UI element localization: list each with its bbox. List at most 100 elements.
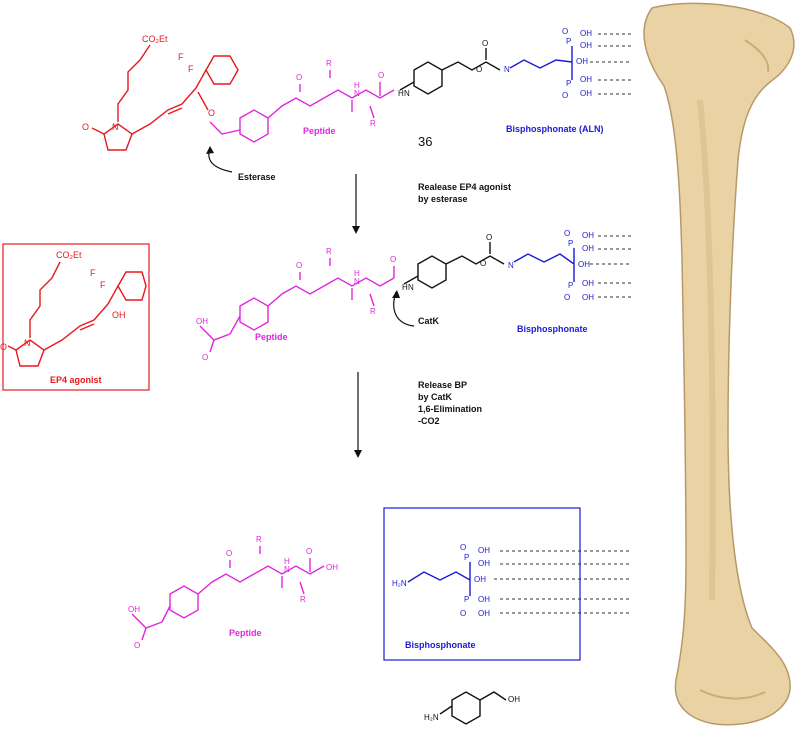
step2-text-line2: by CatK bbox=[418, 392, 453, 402]
svg-text:OH: OH bbox=[128, 605, 140, 614]
linker-moiety-36 bbox=[399, 48, 501, 95]
svg-text:OH: OH bbox=[582, 244, 594, 253]
svg-text:OH: OH bbox=[112, 310, 126, 320]
svg-text:O: O bbox=[562, 91, 568, 100]
svg-text:N: N bbox=[504, 65, 510, 74]
bisphosphonate-product bbox=[407, 562, 471, 596]
svg-text:F: F bbox=[178, 52, 184, 62]
svg-text:OH: OH bbox=[478, 559, 490, 568]
svg-text:N: N bbox=[508, 261, 514, 270]
svg-text:H: H bbox=[402, 283, 408, 292]
peptide-moiety-36 bbox=[209, 70, 395, 143]
svg-text:OH: OH bbox=[580, 41, 592, 50]
peptide-product bbox=[131, 546, 325, 641]
svg-text:P: P bbox=[464, 595, 469, 604]
svg-text:R: R bbox=[256, 535, 262, 544]
peptide-label-36: Peptide bbox=[303, 126, 336, 136]
bisphosphonate-moiety-2 bbox=[513, 248, 575, 282]
svg-text:OH: OH bbox=[326, 563, 338, 572]
svg-text:O: O bbox=[134, 641, 140, 650]
svg-text:CO₂Et: CO₂Et bbox=[56, 250, 82, 260]
svg-text:O: O bbox=[460, 543, 466, 552]
svg-text:O: O bbox=[296, 261, 302, 270]
bisphosphonate-atoms-36: N P O OH OH OH P OH OH O bbox=[504, 27, 592, 100]
svg-text:R: R bbox=[370, 119, 376, 128]
svg-text:OH: OH bbox=[576, 57, 588, 66]
ep4-agonist-moiety-36 bbox=[91, 44, 239, 151]
catk-label: CatK bbox=[418, 316, 440, 326]
ep4-agonist-structure bbox=[7, 261, 147, 367]
svg-text:O: O bbox=[390, 255, 396, 264]
svg-text:H: H bbox=[354, 81, 360, 90]
svg-text:P: P bbox=[568, 281, 573, 290]
svg-text:N: N bbox=[408, 283, 414, 292]
svg-text:OH: OH bbox=[474, 575, 486, 584]
svg-text:OH: OH bbox=[580, 89, 592, 98]
step1-text-line2: by esterase bbox=[418, 194, 468, 204]
peptide-atoms-2: OH O O R H N R O bbox=[196, 247, 396, 362]
bisphosphonate-label-3: Bisphosphonate bbox=[405, 640, 476, 650]
peptide-label-3: Peptide bbox=[229, 628, 262, 638]
svg-text:F: F bbox=[100, 280, 106, 290]
peptide-moiety-2 bbox=[199, 258, 395, 353]
ep4-atoms-36: CO₂Et F F N O O bbox=[82, 34, 215, 132]
step2-text-line1: Release BP bbox=[418, 380, 467, 390]
binding-dashes-3 bbox=[494, 550, 632, 614]
svg-text:O: O bbox=[82, 122, 89, 132]
binding-dashes-1 bbox=[590, 33, 632, 95]
svg-text:N: N bbox=[354, 89, 360, 98]
bisphosphonate-aln-label: Bisphosphonate (ALN) bbox=[506, 124, 604, 134]
svg-text:O: O bbox=[202, 353, 208, 362]
linker-moiety-2 bbox=[403, 242, 505, 289]
svg-text:N: N bbox=[112, 122, 119, 132]
svg-text:H₂N: H₂N bbox=[424, 713, 439, 722]
svg-text:N: N bbox=[284, 565, 290, 574]
svg-text:O: O bbox=[564, 293, 570, 302]
svg-text:R: R bbox=[326, 59, 332, 68]
svg-text:O: O bbox=[486, 233, 492, 242]
svg-text:OH: OH bbox=[478, 546, 490, 555]
svg-text:P: P bbox=[566, 37, 571, 46]
reaction-arrowhead-1 bbox=[352, 226, 360, 234]
svg-text:OH: OH bbox=[580, 75, 592, 84]
peptide-label-2: Peptide bbox=[255, 332, 288, 342]
svg-text:N: N bbox=[24, 338, 31, 348]
svg-text:O: O bbox=[564, 229, 570, 238]
linker-atoms-2: H N O O bbox=[402, 233, 492, 292]
svg-text:OH: OH bbox=[578, 260, 590, 269]
svg-text:P: P bbox=[566, 79, 571, 88]
reaction-arrowhead-2 bbox=[354, 450, 362, 458]
svg-text:O: O bbox=[460, 609, 466, 618]
bisphosphonate-label-2: Bisphosphonate bbox=[517, 324, 588, 334]
ep4-agonist-label: EP4 agonist bbox=[50, 375, 102, 385]
svg-text:O: O bbox=[476, 65, 482, 74]
step2-text-line3: 1,6-Elimination bbox=[418, 404, 482, 414]
step1-text-line1: Realease EP4 agonist bbox=[418, 182, 511, 192]
svg-text:R: R bbox=[300, 595, 306, 604]
bisphosphonate-box bbox=[383, 507, 581, 661]
esterase-arrowhead bbox=[206, 146, 214, 154]
svg-text:O: O bbox=[208, 108, 215, 118]
peptide-product-atoms: OH O O R H N R O OH bbox=[128, 535, 338, 650]
svg-text:OH: OH bbox=[196, 317, 208, 326]
svg-text:R: R bbox=[326, 247, 332, 256]
bisphosphonate-product-atoms: H₂N P O OH OH OH P OH OH O bbox=[392, 543, 490, 618]
svg-text:H₂N: H₂N bbox=[392, 579, 407, 588]
svg-text:F: F bbox=[188, 64, 194, 74]
svg-text:P: P bbox=[568, 239, 573, 248]
svg-text:R: R bbox=[370, 307, 376, 316]
svg-text:OH: OH bbox=[478, 595, 490, 604]
svg-text:OH: OH bbox=[508, 695, 520, 704]
co2et-label: CO₂Et bbox=[142, 34, 168, 44]
peptide-atoms-36: O R H N R O bbox=[296, 59, 384, 128]
svg-text:O: O bbox=[226, 549, 232, 558]
esterase-label: Esterase bbox=[238, 172, 276, 182]
linker-atoms-36: H N O O bbox=[398, 39, 488, 98]
catk-arrowhead bbox=[392, 290, 400, 298]
svg-text:OH: OH bbox=[582, 231, 594, 240]
aminobenzyl-alcohol-atoms: H₂N OH bbox=[424, 695, 520, 722]
svg-text:F: F bbox=[90, 268, 96, 278]
svg-text:OH: OH bbox=[582, 293, 594, 302]
svg-text:O: O bbox=[562, 27, 568, 36]
